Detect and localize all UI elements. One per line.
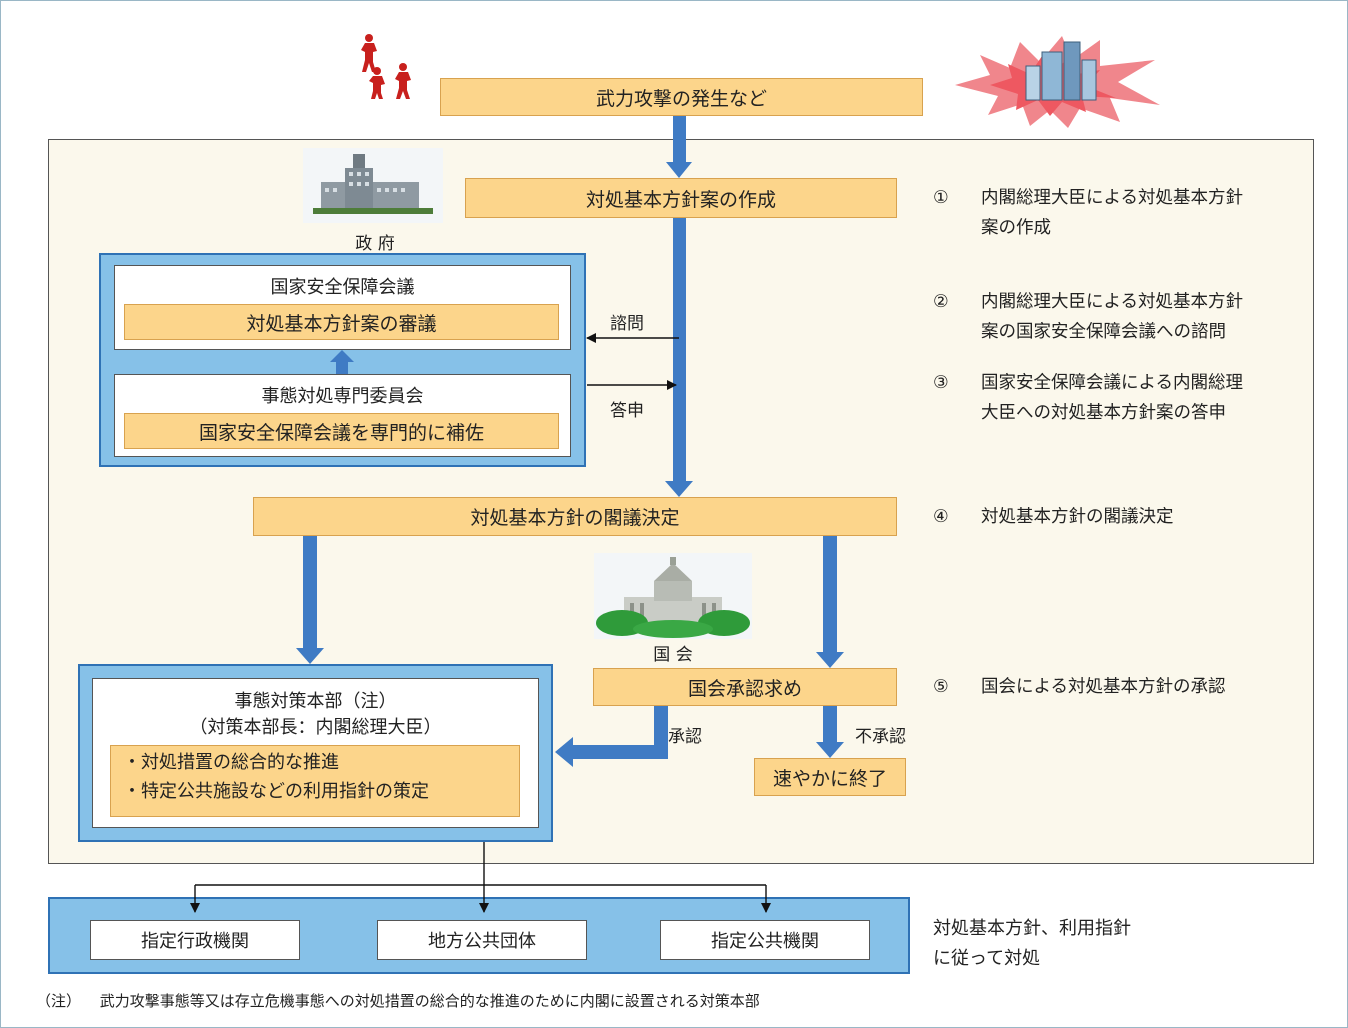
agency-local-public: 地方公共団体 xyxy=(377,920,587,960)
footnote: （注） 武力攻撃事態等又は存立危機事態への対処措置の総合的な推進のために内閣に設… xyxy=(36,990,760,1011)
terminate-box: 速やかに終了 xyxy=(754,758,906,796)
agency-designated-public: 指定公共機関 xyxy=(660,920,870,960)
soldiers-icon xyxy=(361,34,411,99)
arrow-cabinet-to-hq xyxy=(296,536,324,664)
hq-title: 事態対策本部（注） xyxy=(234,691,397,712)
step-3-text-line2: 大臣への対処基本方針案の答申 xyxy=(981,403,1226,423)
hq-subtitle: （対策本部長：内閣総理大臣） xyxy=(189,717,442,738)
hq-duties-box: ・対処措置の総合的な推進 ・特定公共施設などの利用指針の策定 xyxy=(110,745,520,817)
step-2: ② 内閣総理大臣による対処基本方針 案の国家安全保障会議への諮問 xyxy=(933,287,1333,349)
armed-attack-box: 武力攻撃の発生など xyxy=(440,78,923,116)
cabinet-decision-box: 対処基本方針の閣議決定 xyxy=(253,497,897,536)
nsc-title: 国家安全保障会議 xyxy=(270,277,415,298)
step-4: ④ 対処基本方針の閣議決定 xyxy=(933,502,1333,534)
committee-title: 事態対処専門委員会 xyxy=(261,386,424,407)
step-2-text-line1: 内閣総理大臣による対処基本方針 xyxy=(981,292,1243,312)
step-1-text-line2: 案の作成 xyxy=(981,218,1051,238)
arrow-diet-to-terminate xyxy=(816,706,844,758)
government-building-icon xyxy=(303,148,443,223)
step-1: ① 内閣総理大臣による対処基本方針 案の作成 xyxy=(933,183,1333,245)
step-2-number: ② xyxy=(933,292,949,312)
step-5-number: ⑤ xyxy=(933,677,949,697)
footnote-text: 武力攻撃事態等又は存立危機事態への対処措置の総合的な推進のために内閣に設置される… xyxy=(99,992,760,1010)
arrow-attack-to-draft xyxy=(666,116,692,178)
government-label: 政 府 xyxy=(355,234,395,254)
consult-label: 諮問 xyxy=(610,314,644,334)
report-label: 答申 xyxy=(610,401,644,421)
bottom-note-line1: 対処基本方針、利用指針 xyxy=(933,918,1131,939)
bottom-note-line2: に従って対処 xyxy=(933,948,1041,969)
agency-designated-administrative: 指定行政機関 xyxy=(90,920,300,960)
committee-assist-box: 国家安全保障会議を専門的に補佐 xyxy=(124,413,559,449)
step-4-number: ④ xyxy=(933,507,949,527)
step-3: ③ 国家安全保障会議による内閣総理 大臣への対処基本方針案の答申 xyxy=(933,368,1333,430)
explosion-icon xyxy=(955,36,1160,128)
draft-policy-box: 対処基本方針案の作成 xyxy=(465,178,897,218)
arrow-draft-to-cabinet xyxy=(665,218,693,497)
arrow-approve-to-hq xyxy=(555,706,668,767)
step-2-text-line2: 案の国家安全保障会議への諮問 xyxy=(981,322,1226,342)
step-5-text: 国会による対処基本方針の承認 xyxy=(981,677,1226,697)
diet-building-icon xyxy=(594,553,752,639)
diet-approval-request-box: 国会承認求め xyxy=(593,668,897,706)
step-4-text: 対処基本方針の閣議決定 xyxy=(981,507,1174,527)
nsc-deliberation-box: 対処基本方針案の審議 xyxy=(124,304,559,340)
disapprove-label: 不承認 xyxy=(855,727,906,747)
hq-duty-2: ・特定公共施設などの利用指針の策定 xyxy=(123,781,429,802)
arrow-cabinet-to-diet xyxy=(816,536,844,668)
footnote-mark: （注） xyxy=(36,992,82,1010)
step-5: ⑤ 国会による対処基本方針の承認 xyxy=(933,672,1333,704)
step-1-number: ① xyxy=(933,188,949,208)
hq-duty-1: ・対処措置の総合的な推進 xyxy=(123,752,339,773)
approve-label: 承認 xyxy=(668,727,702,747)
diet-label: 国 会 xyxy=(653,645,693,665)
step-3-number: ③ xyxy=(933,373,949,393)
step-1-text-line1: 内閣総理大臣による対処基本方針 xyxy=(981,188,1243,208)
step-3-text-line1: 国家安全保障会議による内閣総理 xyxy=(981,373,1243,393)
arrow-committee-to-nsc xyxy=(330,350,354,374)
